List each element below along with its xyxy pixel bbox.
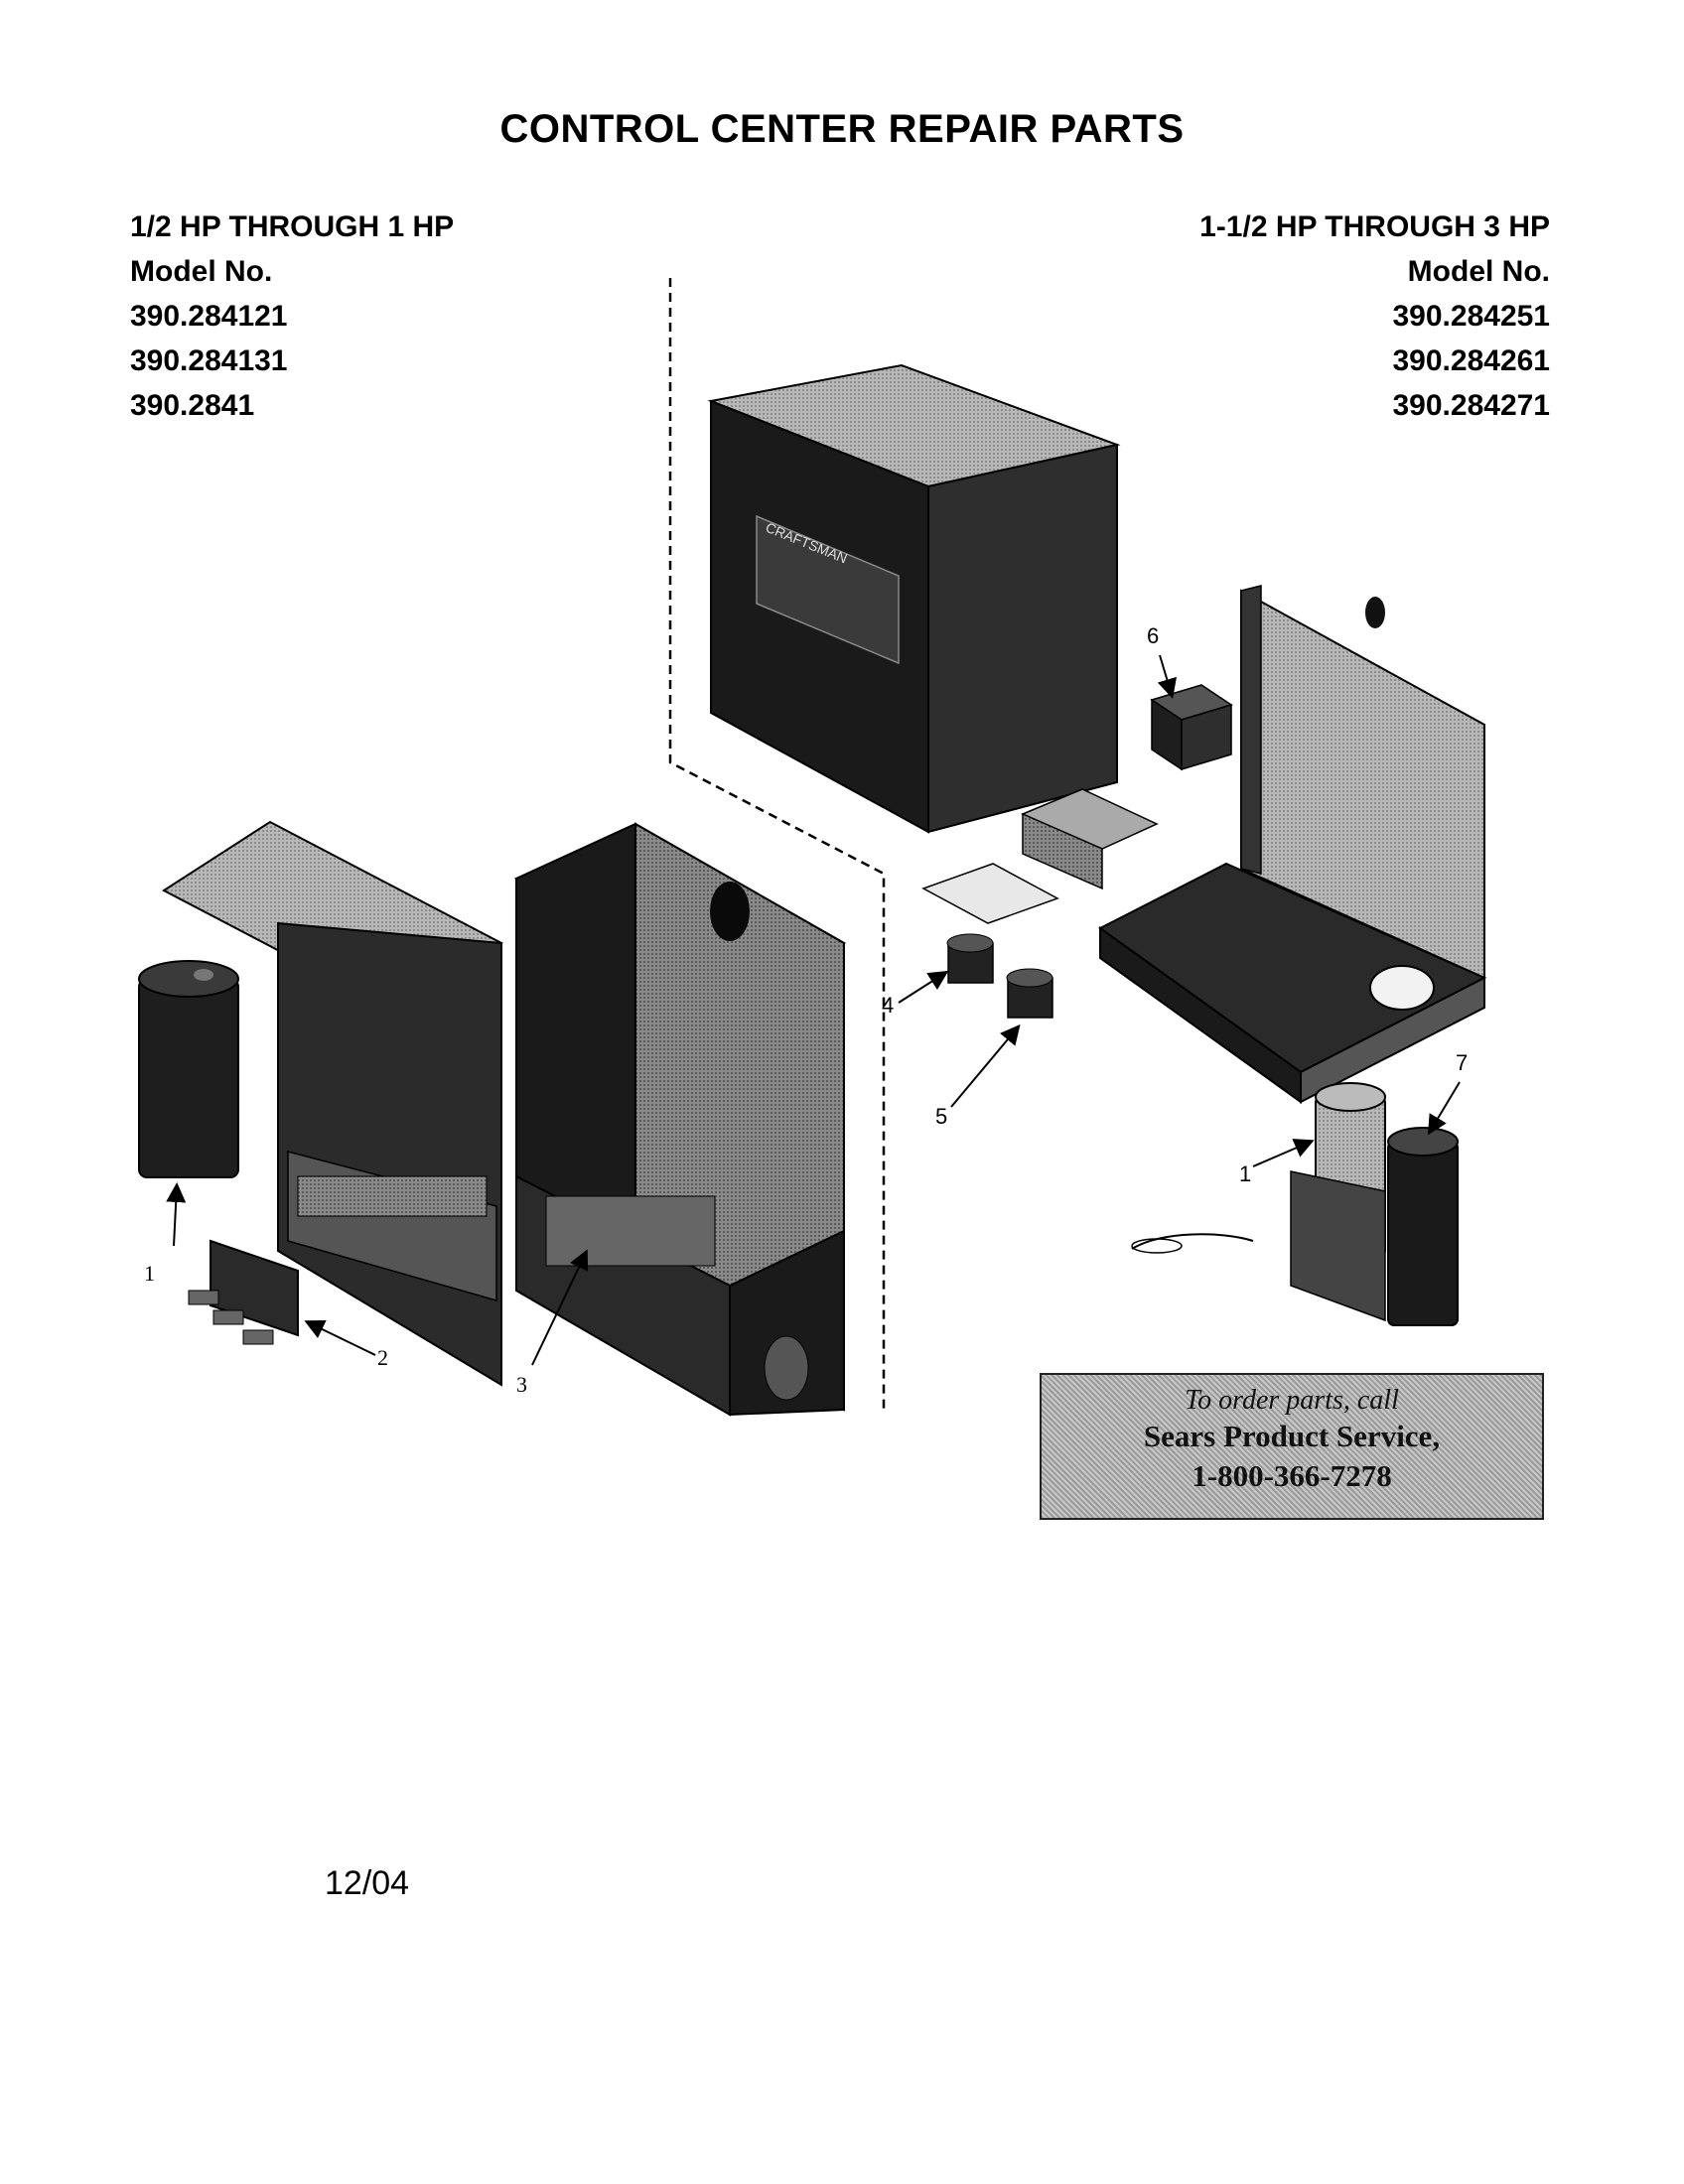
callout-7: 7 <box>1456 1050 1468 1075</box>
left-hp-range: 1/2 HP THROUGH 1 HP <box>130 210 455 243</box>
callout-4: 4 <box>882 993 894 1018</box>
left-model-spec: 1/2 HP THROUGH 1 HP Model No. 390.284121… <box>130 205 454 428</box>
left-control-box <box>162 820 503 1387</box>
callout-1-left: 1 <box>144 1261 155 1286</box>
left-model-label: Model No. <box>130 255 273 288</box>
revision-date: 12/04 <box>325 1864 410 1902</box>
conduit-fitting-5 <box>1006 968 1053 1019</box>
right-control-box <box>1098 585 1487 1104</box>
right-hp-range: 1-1/2 HP THROUGH 3 HP <box>1199 210 1550 243</box>
terminal-block <box>188 1239 299 1345</box>
order-phone: 1-800-366-7278 <box>1192 1458 1392 1493</box>
order-parts-box: To order parts, call Sears Product Servi… <box>1040 1373 1544 1520</box>
callout-5: 5 <box>935 1104 947 1129</box>
left-model-number: 390.284131 <box>130 344 288 377</box>
callout-2: 2 <box>377 1345 388 1370</box>
left-model-number: 390.284121 <box>130 300 288 333</box>
conduit-fitting-4 <box>946 933 994 984</box>
callout-3: 3 <box>516 1372 527 1397</box>
order-line-1: To order parts, call <box>1185 1385 1399 1416</box>
terminal-strip <box>1021 788 1159 890</box>
section-divider <box>668 278 886 1410</box>
page-title: CONTROL CENTER REPAIR PARTS <box>499 107 1185 151</box>
callout-6: 6 <box>1147 623 1159 648</box>
capacitor-bracket <box>1290 1170 1386 1322</box>
enclosure-cover <box>707 363 1121 834</box>
callout-1-right: 1 <box>1239 1161 1251 1186</box>
capacitor-left <box>138 960 239 1178</box>
right-model-number: 390.284271 <box>1392 389 1551 422</box>
relay <box>1150 684 1233 771</box>
right-model-spec: 1-1/2 HP THROUGH 3 HP Model No. 390.2842… <box>1199 205 1550 428</box>
gasket-plate <box>921 863 1059 924</box>
capacitor-right-run <box>1387 1127 1459 1326</box>
right-model-number: 390.284251 <box>1392 300 1551 333</box>
wire-lead-loop <box>1131 1238 1183 1254</box>
right-model-label: Model No. <box>1407 255 1550 288</box>
left-model-number: 390.2841 <box>130 389 255 422</box>
order-line-2: Sears Product Service, <box>1143 1419 1441 1453</box>
right-model-number: 390.284261 <box>1392 344 1551 377</box>
middle-control-box <box>513 822 847 1417</box>
wire-lead <box>1131 1233 1254 1250</box>
